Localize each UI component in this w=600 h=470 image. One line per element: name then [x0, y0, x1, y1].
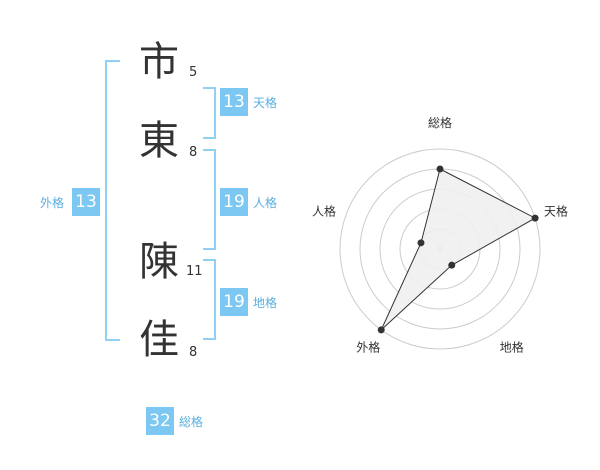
- soukaku-label: 総格: [179, 415, 204, 429]
- radar-axis-label-1: 総格: [428, 115, 452, 130]
- radar-axis-label-2: 天格: [544, 203, 568, 218]
- radar-polygon: [380, 168, 537, 331]
- tenkaku-label: 天格: [253, 96, 278, 110]
- name-char-2: 東: [139, 118, 179, 164]
- radar-point-5: [417, 239, 425, 247]
- radar-points: [377, 165, 539, 334]
- name-char-1: 市: [139, 39, 179, 85]
- gaikaku-label: 外格: [40, 196, 65, 210]
- radar-point-3: [448, 261, 456, 269]
- jinkaku-value: 19: [220, 188, 248, 216]
- stroke-count-4: 8: [189, 345, 198, 360]
- stroke-count-1: 5: [189, 65, 198, 80]
- radar-ring: [399, 208, 481, 290]
- radar-center-dot: [437, 246, 443, 252]
- gaikaku-bracket: [105, 60, 120, 341]
- jinkaku-label: 人格: [253, 196, 278, 210]
- radar-ring: [339, 148, 541, 350]
- gaikaku-value: 13: [72, 188, 100, 216]
- chikaku-label: 地格: [253, 296, 278, 310]
- tenkaku-bracket: [203, 87, 216, 139]
- radar-point-1: [436, 165, 444, 173]
- radar-ring: [419, 228, 461, 270]
- name-char-4: 佳: [139, 317, 179, 363]
- chikaku-bracket: [203, 259, 216, 340]
- chikaku-value: 19: [220, 288, 248, 316]
- jinkaku-bracket: [203, 149, 216, 250]
- stroke-count-2: 8: [189, 145, 198, 160]
- radar-point-2: [531, 214, 539, 222]
- radar-ring: [359, 168, 521, 330]
- radar-axis-label-3: 地格: [500, 340, 524, 355]
- radar-axis-label-5: 人格: [312, 203, 336, 218]
- name-char-3: 陳: [139, 239, 179, 285]
- radar-ring: [379, 188, 501, 310]
- radar-grid: [339, 148, 541, 350]
- soukaku-value: 32: [146, 407, 174, 435]
- tenkaku-value: 13: [220, 88, 248, 116]
- stroke-count-3: 11: [186, 264, 203, 279]
- radar-point-4: [377, 326, 385, 334]
- radar-axis-label-4: 外格: [356, 340, 380, 355]
